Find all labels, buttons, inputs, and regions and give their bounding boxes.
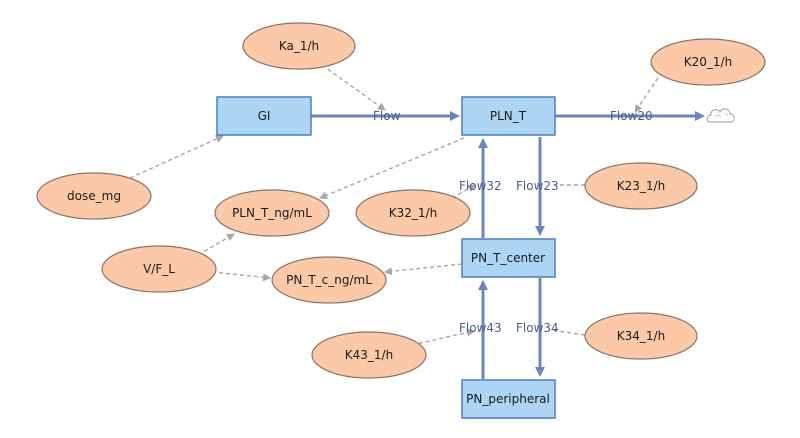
stock-gi[interactable]: GI xyxy=(216,96,312,136)
link-dose-to-gi xyxy=(129,135,224,179)
cloud-icon xyxy=(706,108,735,123)
stock-pln-t-label: PLN_T xyxy=(490,109,527,123)
link-vf-to-plnconc xyxy=(197,233,235,256)
link-vf-to-pnconc xyxy=(211,271,271,282)
aux-pln-t-conc-label: PLN_T_ng/mL xyxy=(232,206,312,220)
aux-dose-label: dose_mg xyxy=(67,189,121,203)
stock-pn-peripheral[interactable]: PN_peripheral xyxy=(461,379,556,419)
aux-pn-t-conc-label: PN_T_c_ng/mL xyxy=(286,273,372,287)
aux-dose[interactable]: dose_mg xyxy=(36,172,152,220)
flow-label-flow43: Flow43 xyxy=(459,321,502,335)
flow-label-flow: Flow xyxy=(373,109,401,123)
aux-k43-label: K43_1/h xyxy=(345,348,393,362)
aux-pln-t-conc[interactable]: PLN_T_ng/mL xyxy=(214,189,330,237)
flow-labels: Flow Flow20 Flow32 Flow23 Flow43 Flow34 xyxy=(373,109,653,335)
stock-pn-peripheral-label: PN_peripheral xyxy=(466,392,550,406)
link-k20-to-flow20 xyxy=(634,77,659,113)
link-k43-to-flow43 xyxy=(411,328,475,346)
aux-vf-label: V/F_L xyxy=(143,262,175,276)
aux-k32[interactable]: K32_1/h xyxy=(355,189,471,237)
aux-k23[interactable]: K23_1/h xyxy=(584,162,698,210)
aux-k20-label: K20_1/h xyxy=(684,55,732,69)
aux-k20[interactable]: K20_1/h xyxy=(650,38,766,86)
aux-ka[interactable]: Ka_1/h xyxy=(242,22,356,70)
stock-pn-t-center-label: PN_T_center xyxy=(471,251,545,265)
aux-k34[interactable]: K34_1/h xyxy=(584,312,698,360)
aux-pn-t-conc[interactable]: PN_T_c_ng/mL xyxy=(271,256,387,304)
aux-k34-label: K34_1/h xyxy=(617,329,665,343)
stock-pn-t-center[interactable]: PN_T_center xyxy=(461,238,556,278)
link-lines xyxy=(129,64,659,346)
link-plnt-to-conc xyxy=(319,137,465,199)
aux-vf[interactable]: V/F_L xyxy=(101,245,217,293)
aux-ka-label: Ka_1/h xyxy=(279,39,319,53)
link-ka-to-flow xyxy=(321,64,386,111)
aux-k32-label: K32_1/h xyxy=(389,206,437,220)
aux-k23-label: K23_1/h xyxy=(617,179,665,193)
aux-k43[interactable]: K43_1/h xyxy=(311,331,427,379)
flow-label-flow32: Flow32 xyxy=(459,179,502,193)
stock-gi-label: GI xyxy=(258,109,271,123)
link-pntcenter-to-conc xyxy=(384,263,463,276)
flow-label-flow23: Flow23 xyxy=(516,179,559,193)
flow-label-flow20: Flow20 xyxy=(610,109,653,123)
stock-pln-t[interactable]: PLN_T xyxy=(461,96,556,136)
flow-pipes xyxy=(311,111,705,379)
flow-label-flow34: Flow34 xyxy=(516,321,559,335)
link-k34-to-flow34 xyxy=(549,329,586,336)
